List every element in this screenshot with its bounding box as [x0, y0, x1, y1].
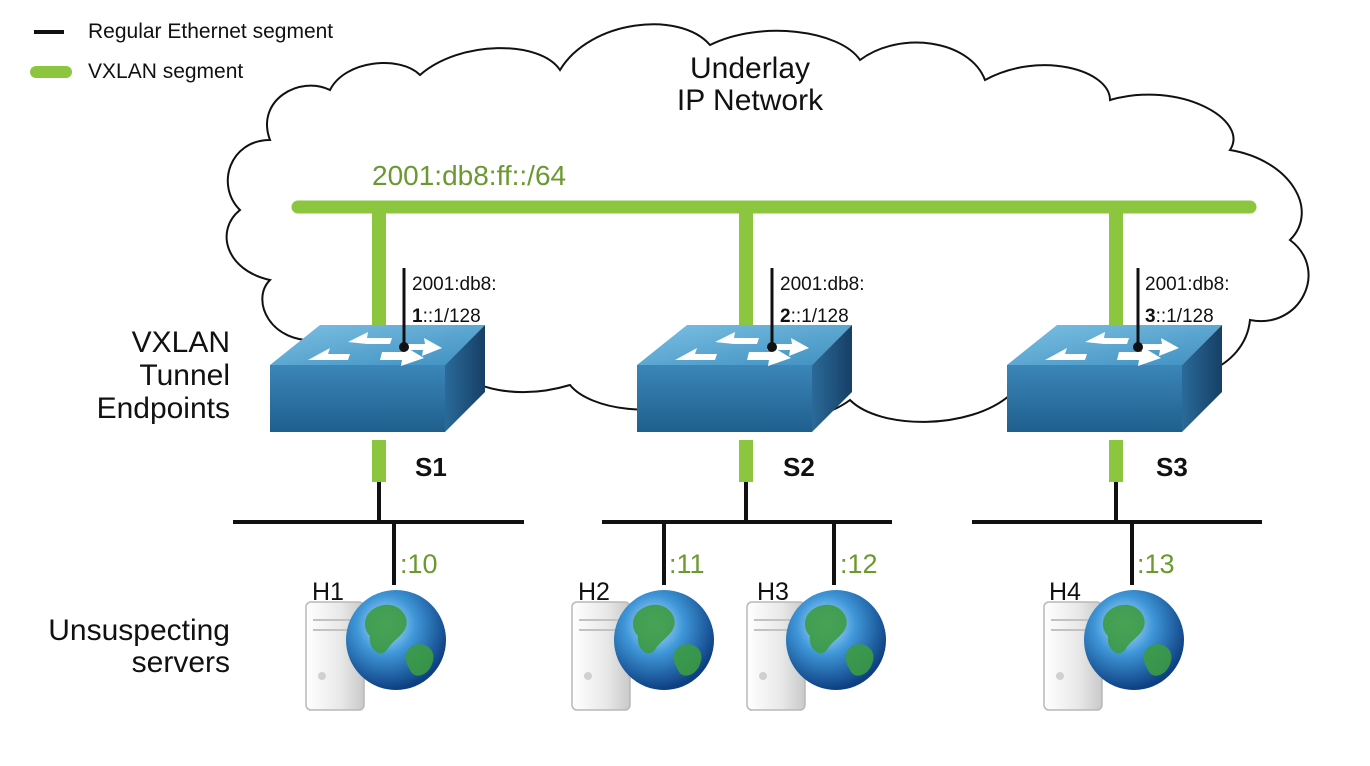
switch-front-face [637, 365, 812, 432]
h1-address: :10 [400, 549, 438, 579]
s3-address-line2: 3::1/128 [1145, 306, 1214, 327]
underlay-cloud [225, 23, 1310, 423]
host-label-h3: H3 [757, 578, 789, 606]
switch-front-face [1007, 365, 1182, 432]
s1-address-line1: 2001:db8: [412, 274, 497, 295]
s3-address-pin [1133, 268, 1143, 352]
switch-side-face [1182, 325, 1222, 432]
legend-ethernet-label: Regular Ethernet segment [88, 20, 333, 43]
servers-label-line1: Unsuspecting [48, 614, 230, 647]
host-label-h4: H4 [1049, 578, 1081, 606]
h3-address: :12 [840, 549, 878, 579]
legend-vxlan-label: VXLAN segment [88, 60, 243, 83]
legend: Regular Ethernet segment VXLAN segment [30, 20, 333, 83]
switch-label-s2: S2 [783, 452, 815, 482]
h2-address: :11 [669, 549, 705, 579]
s2-address-line2: 2::1/128 [780, 306, 849, 327]
s2-address-line1: 2001:db8: [780, 274, 865, 295]
switch-s2 [637, 325, 852, 432]
host-label-h2: H2 [578, 578, 610, 606]
globe-icon [1084, 590, 1184, 690]
host-label-h1: H1 [312, 578, 344, 606]
globe-icon [786, 590, 886, 690]
host-h4 [1043, 590, 1184, 711]
s1-address-line2: 1::1/128 [412, 306, 481, 327]
globe-icon [614, 590, 714, 690]
switch-label-s1: S1 [415, 452, 447, 482]
switch-arrows-icon [308, 332, 442, 366]
host-h1 [305, 590, 446, 711]
switch-s3 [1007, 325, 1222, 432]
vtep-label-line1: VXLAN [132, 326, 230, 359]
globe-icon [346, 590, 446, 690]
switch-s1 [270, 325, 485, 432]
switch-arrows-icon [1045, 332, 1179, 366]
switch-side-face [812, 325, 852, 432]
servers-label-line2: servers [132, 646, 230, 679]
vtep-label-line3: Endpoints [97, 392, 230, 425]
switch-front-face [270, 365, 445, 432]
switch-label-s3: S3 [1156, 452, 1188, 482]
switch-arrows-icon [675, 332, 809, 366]
cloud-title-line2: IP Network [677, 84, 824, 117]
host-h3 [746, 590, 886, 711]
s2-address-pin [767, 268, 777, 352]
vtep-label-line2: Tunnel [139, 359, 230, 392]
s1-address-pin [399, 268, 409, 352]
s3-address-line1: 2001:db8: [1145, 274, 1230, 295]
h4-address: :13 [1137, 549, 1175, 579]
cloud-title-line1: Underlay [690, 52, 810, 85]
underlay-subnet-label: 2001:db8:ff::/64 [372, 160, 566, 191]
switch-side-face [445, 325, 485, 432]
host-h2 [571, 590, 714, 711]
